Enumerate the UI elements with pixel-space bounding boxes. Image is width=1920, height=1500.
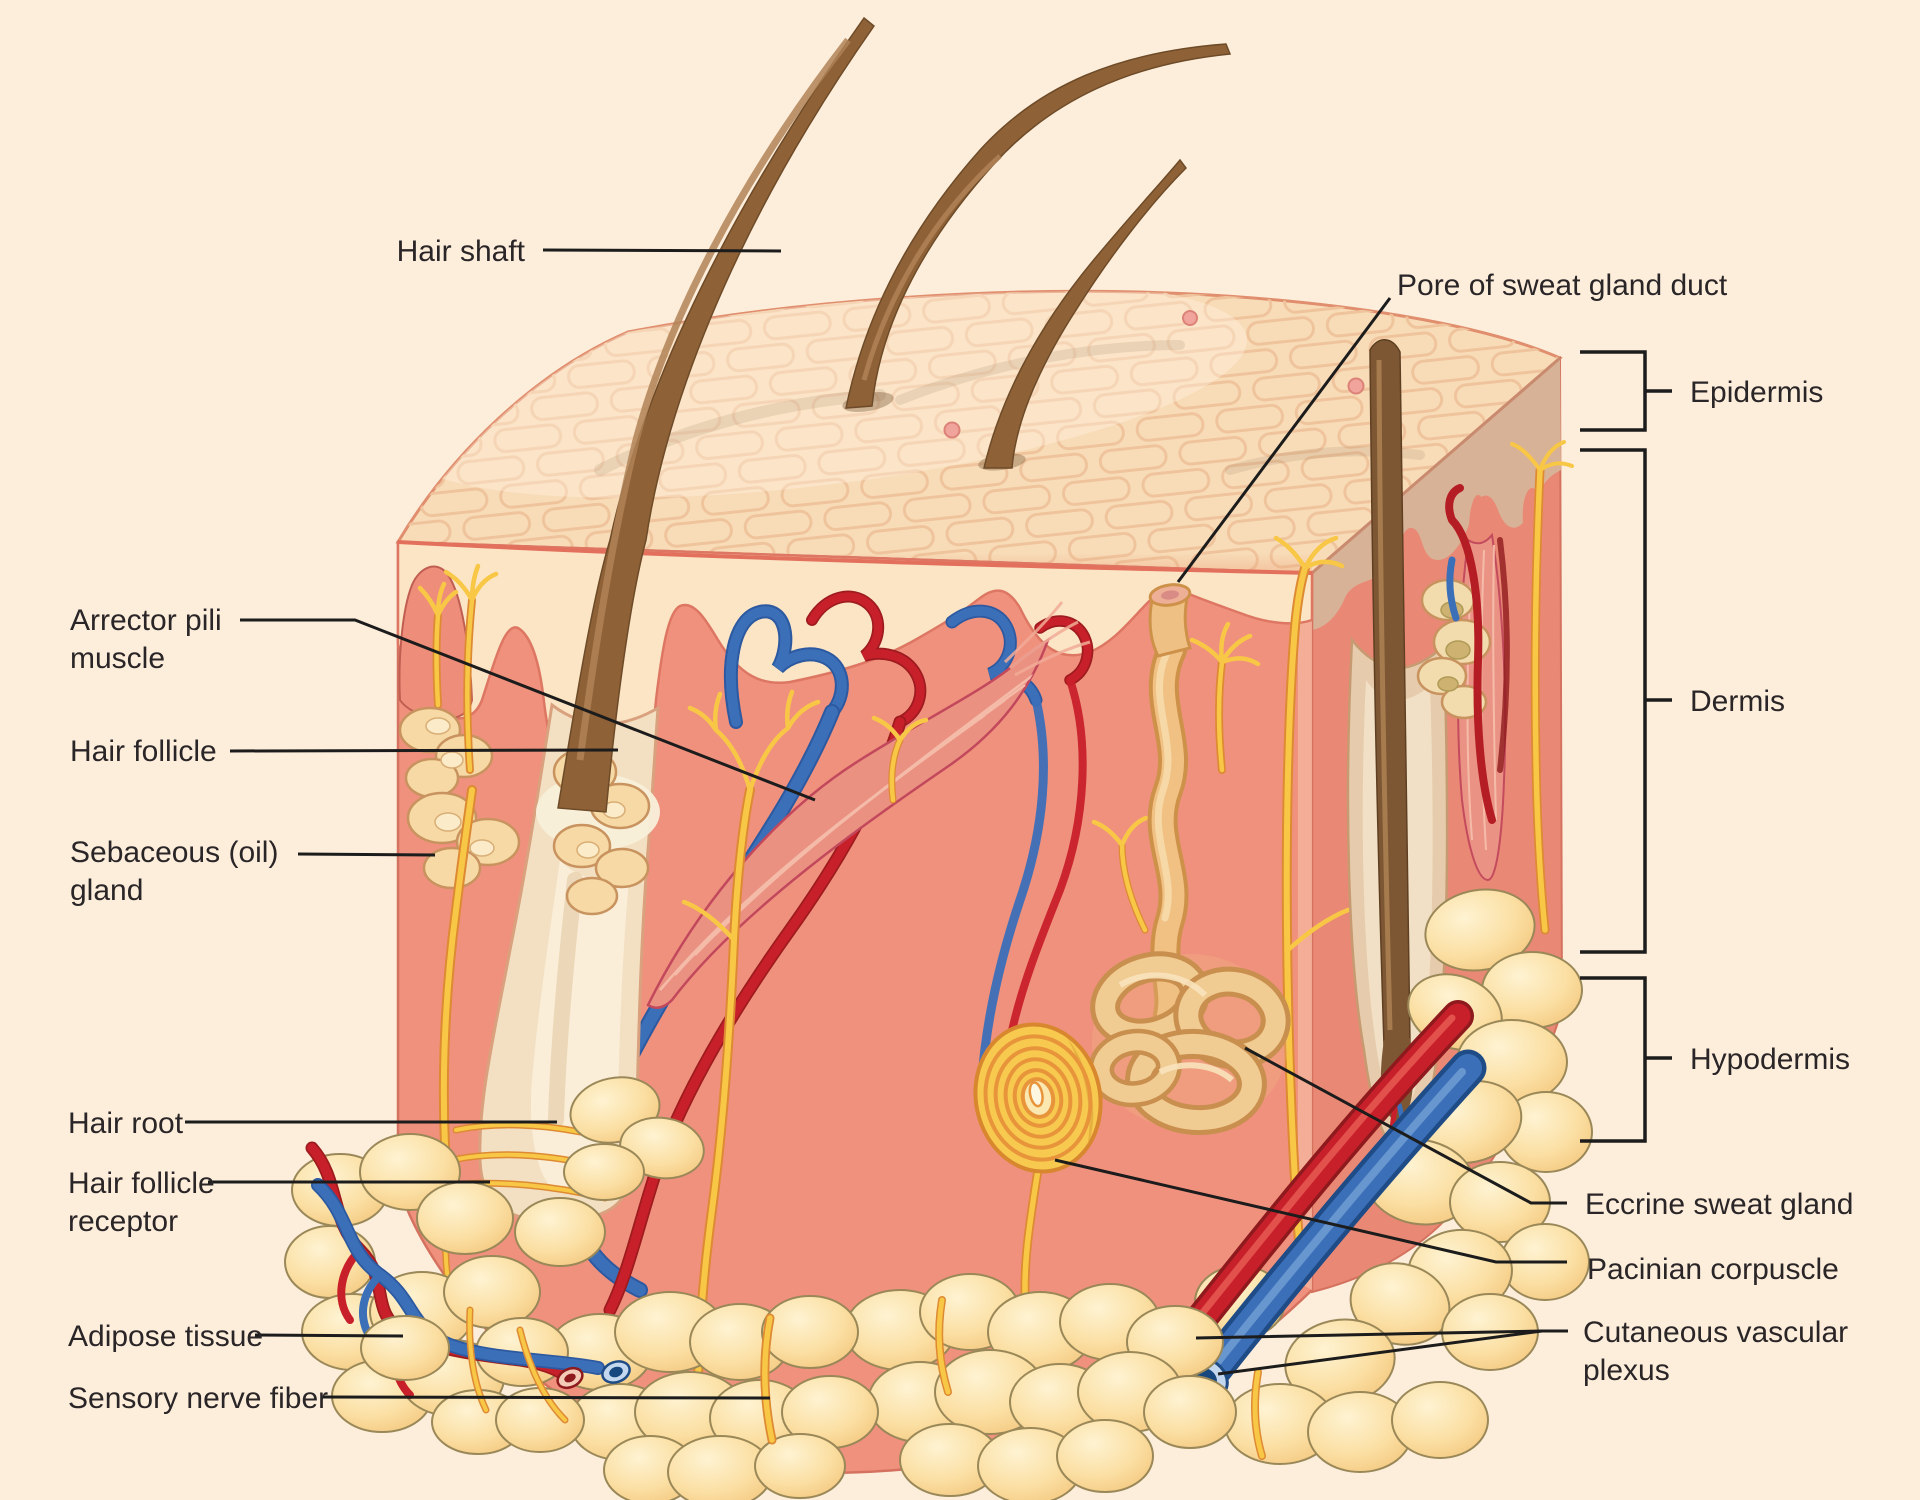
label-hair-follicle: Hair follicle (70, 735, 217, 768)
label-pore: Pore of sweat gland duct (1397, 269, 1728, 302)
label-arrector-pili-1: Arrector pili (70, 604, 222, 637)
muscle-attachment-fibers (1003, 601, 1091, 677)
label-hair-shaft: Hair shaft (397, 235, 526, 268)
label-sebaceous-2: gland (70, 874, 143, 907)
label-epidermis: Epidermis (1690, 376, 1823, 409)
label-sebaceous-1: Sebaceous (oil) (70, 836, 278, 869)
leader-sebaceous-gland (297, 852, 436, 857)
hair-shaft-2 (845, 43, 1232, 409)
leader-pore (1176, 297, 1392, 583)
free-nerve-ending-icon (417, 581, 459, 709)
label-hair-root: Hair root (68, 1107, 184, 1140)
adipose-tissue-bottom (547, 1076, 1237, 1500)
dangling-nerve-fibers (466, 1296, 1266, 1460)
label-sensory-nerve-fiber: Sensory nerve fiber (68, 1382, 328, 1415)
leader-lines (185, 248, 1568, 1400)
bracket-dermis (1580, 448, 1672, 954)
bracket-hypodermis (1580, 976, 1672, 1143)
eccrine-sweat-gland (1088, 951, 1291, 1136)
leader-cutaneous-vein (1217, 1329, 1543, 1376)
leader-hair-follicle (229, 748, 619, 753)
label-cutaneous-2: plexus (1583, 1354, 1670, 1387)
leader-sensory-nerve-fiber (321, 1395, 771, 1400)
leader-adipose-tissue (254, 1333, 404, 1338)
cutaneous-vascular-plexus (1163, 1000, 1487, 1400)
label-cutaneous-1: Cutaneous vascular (1583, 1316, 1848, 1349)
leader-eccrine (1244, 1046, 1567, 1205)
leader-pacinian (1054, 1158, 1567, 1264)
labels: Hair shaft Arrector pili muscle Hair fol… (68, 235, 1853, 1415)
pore-of-sweat-gland-duct (1148, 592, 1192, 658)
leader-hair-shaft (542, 248, 782, 253)
label-eccrine: Eccrine sweat gland (1585, 1188, 1853, 1221)
label-pacinian: Pacinian corpuscle (1587, 1253, 1839, 1286)
label-hypodermis: Hypodermis (1690, 1043, 1850, 1076)
layer-brackets (1580, 350, 1672, 1143)
label-follicle-receptor-2: receptor (68, 1205, 178, 1238)
hair-shaft-3 (983, 158, 1187, 469)
arrector-pili-muscle (646, 601, 1091, 1009)
bracket-epidermis (1580, 350, 1672, 432)
label-dermis: Dermis (1690, 685, 1785, 718)
hair-shafts (557, 16, 1232, 813)
label-follicle-receptor-1: Hair follicle (68, 1167, 215, 1200)
label-adipose-tissue: Adipose tissue (68, 1320, 263, 1353)
label-arrector-pili-2: muscle (70, 642, 165, 675)
leader-arrector-pili (240, 618, 816, 802)
hair-shaft-1 (557, 16, 876, 813)
